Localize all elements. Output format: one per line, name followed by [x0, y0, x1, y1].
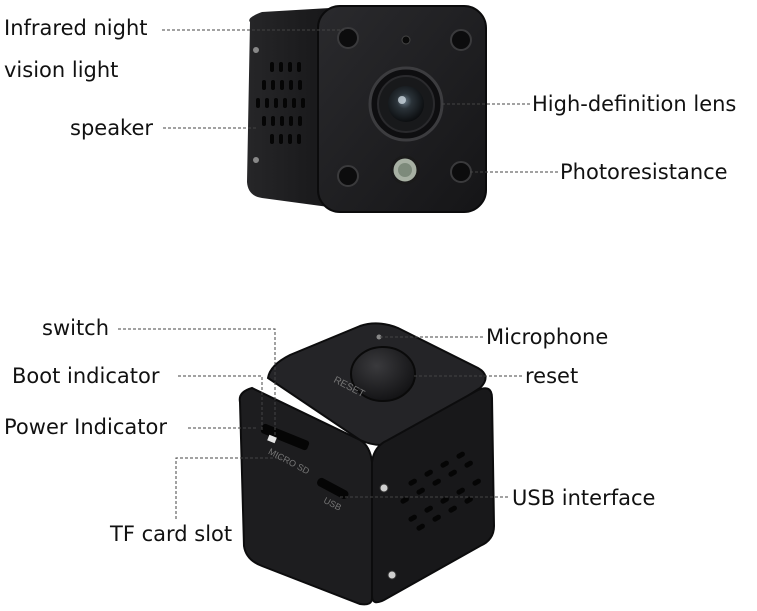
grille-slot: [472, 478, 481, 486]
speaker-hole: [271, 116, 275, 126]
grille-slot: [408, 478, 417, 486]
grille-slot: [464, 460, 473, 468]
grille-slot: [440, 496, 449, 504]
speaker-hole: [297, 134, 301, 144]
back-right-face: [371, 387, 496, 604]
usb-port: [317, 477, 349, 499]
speaker-hole: [283, 98, 287, 108]
lens-glass: [388, 86, 424, 122]
back-speaker-grille: [400, 451, 481, 531]
grille-slot: [456, 451, 465, 459]
speaker-grille: [256, 62, 305, 144]
label-infrared-line2: vision light: [4, 58, 119, 82]
label-power-indicator: Power Indicator: [4, 415, 167, 439]
label-boot-indicator: Boot indicator: [12, 364, 160, 388]
microphone-hole: [376, 334, 382, 340]
leader-boot-indicator: [178, 375, 263, 430]
leader-switch: [118, 328, 276, 436]
speaker-hole: [270, 62, 274, 72]
label-reset: reset: [525, 364, 579, 388]
speaker-hole: [262, 80, 266, 90]
speaker-hole: [265, 98, 269, 108]
back-screw-right-bottom: [387, 570, 397, 580]
leader-lines: [118, 29, 558, 519]
speaker-hole: [279, 62, 283, 72]
front-screw-top-left: [337, 27, 359, 49]
grille-slot: [432, 478, 441, 486]
photoresistor-core: [398, 163, 412, 177]
speaker-hole: [280, 116, 284, 126]
lens-highlight: [398, 96, 406, 104]
grille-slot: [432, 514, 441, 522]
speaker-hole: [288, 62, 292, 72]
grille-slot: [440, 460, 449, 468]
speaker-hole: [288, 134, 292, 144]
speaker-hole: [297, 62, 301, 72]
label-microphone: Microphone: [486, 325, 609, 349]
grille-slot: [464, 496, 473, 504]
grille-slot: [448, 469, 457, 477]
speaker-hole: [298, 80, 302, 90]
grille-slot: [456, 487, 465, 495]
label-infrared-line1: Infrared night: [4, 16, 148, 40]
speaker-hole: [256, 98, 260, 108]
tf-card-slot-opening: [260, 423, 310, 451]
speaker-hole: [274, 98, 278, 108]
speaker-hole: [270, 134, 274, 144]
speaker-hole: [280, 80, 284, 90]
speaker-hole: [262, 116, 266, 126]
label-usb-interface: USB interface: [512, 486, 656, 510]
camera-front-view: [247, 5, 487, 213]
speaker-hole: [301, 98, 305, 108]
speaker-hole: [298, 116, 302, 126]
grille-slot: [424, 505, 433, 513]
power-switch: [267, 434, 277, 444]
label-hd-lens: High-definition lens: [532, 92, 737, 116]
back-screw-right-top: [379, 483, 389, 493]
grille-slot: [416, 487, 425, 495]
front-screw-bottom-right: [450, 161, 472, 183]
front-side-screw-top: [253, 47, 259, 53]
speaker-hole: [292, 98, 296, 108]
front-screw-top-right: [450, 29, 472, 51]
grille-slot: [400, 496, 409, 504]
front-left-side-panel: [247, 8, 336, 208]
speaker-hole: [289, 116, 293, 126]
front-side-screw-bottom: [253, 157, 259, 163]
grille-slot: [408, 514, 417, 522]
label-switch: switch: [42, 316, 110, 340]
grille-slot: [448, 505, 457, 513]
speaker-hole: [271, 80, 275, 90]
leader-tf-card-slot: [175, 457, 282, 519]
infrared-light-dot: [401, 35, 411, 45]
grille-slot: [416, 523, 425, 531]
speaker-hole: [279, 134, 283, 144]
label-speaker: speaker: [70, 116, 154, 140]
speaker-hole: [289, 80, 293, 90]
camera-back-view: RESET MICRO SD USB: [238, 322, 496, 606]
label-tf-card-slot: TF card slot: [110, 522, 233, 546]
label-photoresistance: Photoresistance: [560, 160, 728, 184]
front-screw-bottom-left: [337, 165, 359, 187]
reset-button: [350, 346, 416, 402]
grille-slot: [424, 469, 433, 477]
